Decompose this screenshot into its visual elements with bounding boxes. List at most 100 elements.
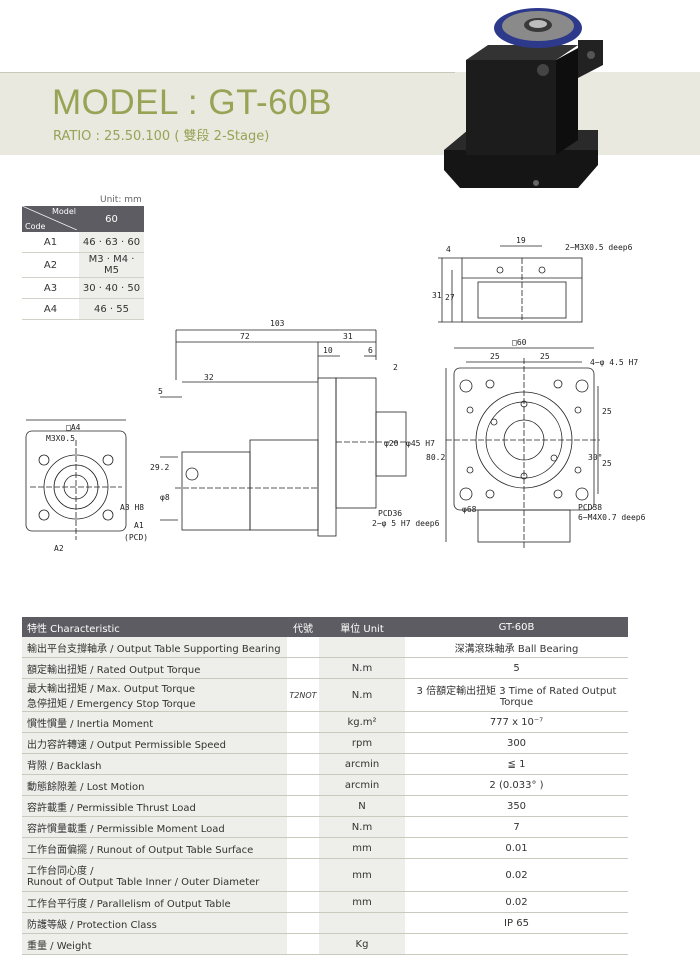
spec-symbol xyxy=(287,657,319,679)
code-cell: A1 xyxy=(22,232,79,253)
spec-unit: mm xyxy=(319,858,405,892)
dim-side-32: 32 xyxy=(204,373,214,382)
dim-top-31: 31 xyxy=(432,291,442,300)
spec-row: 防護等級 / Protection Class IP 65 xyxy=(22,912,628,934)
dim-left-a4: □A4 xyxy=(66,423,81,432)
value-cell: M3 · M4 · M5 xyxy=(79,252,144,278)
spec-name: 背隙 / Backlash xyxy=(22,753,287,775)
dim-left-m3: M3X0.5 xyxy=(46,434,75,443)
spec-symbol: T2NOT xyxy=(287,678,319,712)
spec-symbol xyxy=(287,837,319,859)
code-cell: A2 xyxy=(22,252,79,278)
dim-top-4: 4 xyxy=(446,245,451,254)
dim-side-10: 10 xyxy=(323,346,333,355)
spec-name: 防護等級 / Protection Class xyxy=(22,912,287,934)
dim-front-25a: 25 xyxy=(490,352,500,361)
spec-name-line2: Runout of Output Table Inner / Outer Dia… xyxy=(27,877,260,888)
spec-unit: N.m xyxy=(319,816,405,838)
spec-value: 350 xyxy=(405,795,628,817)
product-image xyxy=(444,8,603,188)
dim-side-72: 72 xyxy=(240,332,250,341)
spec-row: 輸出平台支撐軸承 / Output Table Supporting Beari… xyxy=(22,637,628,658)
spec-name: 慣性慣量 / Inertia Moment xyxy=(22,711,287,733)
header-divider xyxy=(0,72,455,73)
dim-top-27: 27 xyxy=(445,293,455,302)
spec-value: ≦ 1 xyxy=(405,753,628,775)
unit-label: Unit: mm xyxy=(100,195,142,205)
page-title: MODEL : GT-60B xyxy=(52,83,332,122)
header-unit: 單位 Unit xyxy=(319,617,405,637)
dim-front-hole: 4−φ 4.5 H7 xyxy=(590,358,638,367)
spec-name: 工作台同心度 / xyxy=(27,866,94,877)
dim-front-80: 80.2 xyxy=(426,453,445,462)
model-label: Model xyxy=(51,207,76,216)
spec-value: 777 x 10⁻⁷ xyxy=(405,711,628,733)
spec-name: 輸出平台支撐軸承 / Output Table Supporting Beari… xyxy=(22,637,287,658)
model-value: 60 xyxy=(79,206,144,232)
spec-value: 3 倍額定輸出扭矩 3 Time of Rated Output Torque xyxy=(405,678,628,712)
spec-unit: N xyxy=(319,795,405,817)
dim-left-pcd: (PCD) xyxy=(124,533,148,542)
spec-name: 出力容許轉速 / Output Permissible Speed xyxy=(22,732,287,754)
spec-symbol xyxy=(287,891,319,913)
spec-unit: arcmin xyxy=(319,774,405,796)
dim-side-20: φ20 xyxy=(384,439,399,448)
spec-symbol xyxy=(287,637,319,658)
header-symbol: 代號 xyxy=(287,617,319,637)
spec-value: 300 xyxy=(405,732,628,754)
spec-unit: mm xyxy=(319,891,405,913)
dim-left-a1: A1 xyxy=(134,521,144,530)
spec-unit: kg.m² xyxy=(319,711,405,733)
page-subtitle: RATIO : 25.50.100 ( 雙段 2-Stage) xyxy=(53,129,270,144)
header-characteristic: 特性 Characteristic xyxy=(22,617,287,637)
spec-value: 2 (0.033° ) xyxy=(405,774,628,796)
spec-symbol xyxy=(287,753,319,775)
spec-name: 容許載重 / Permissible Thrust Load xyxy=(22,795,287,817)
value-cell: 30 · 40 · 50 xyxy=(79,277,144,299)
code-cell: A4 xyxy=(22,298,79,320)
dim-side-pcd-note: 2−φ 5 H7 deep6 xyxy=(372,519,440,528)
dim-side-pcd: PCD36 xyxy=(378,509,402,518)
dim-side-103: 103 xyxy=(270,319,285,328)
spec-value: 深溝滾珠軸承 Ball Bearing xyxy=(405,637,628,658)
spec-unit: rpm xyxy=(319,732,405,754)
spec-table: 特性 Characteristic 代號 單位 Unit GT-60B 輸出平台… xyxy=(22,617,628,955)
spec-symbol xyxy=(287,795,319,817)
spec-header-row: 特性 Characteristic 代號 單位 Unit GT-60B xyxy=(22,617,628,637)
model-code-header: Model Code xyxy=(22,206,79,232)
dim-front-pcd: PCD38 xyxy=(578,503,602,512)
dim-front-30deg: 30° xyxy=(588,453,602,462)
spec-symbol xyxy=(287,858,319,892)
technical-drawing: 4 19 2−M3X0.5 deep6 31 27 103 72 31 10 6… xyxy=(25,236,646,553)
spec-value: 0.02 xyxy=(405,891,628,913)
spec-value: 0.01 xyxy=(405,837,628,859)
dim-side-29-2: 29.2 xyxy=(150,463,169,472)
spec-name: 重量 / Weight xyxy=(22,933,287,955)
spec-name: 工作台平行度 / Parallelism of Output Table xyxy=(22,891,287,913)
spec-value: IP 65 xyxy=(405,912,628,934)
spec-row: 工作台同心度 /Runout of Output Table Inner / O… xyxy=(22,858,628,892)
spec-name: 動態餘隙差 / Lost Motion xyxy=(22,774,287,796)
spec-symbol xyxy=(287,816,319,838)
dim-front-68: φ68 xyxy=(462,505,477,514)
spec-unit xyxy=(319,637,405,658)
spec-symbol xyxy=(287,711,319,733)
code-cell: A3 xyxy=(22,277,79,299)
code-label: Code xyxy=(25,222,46,231)
header-diagonal xyxy=(22,206,77,230)
dim-side-45: φ45 H7 xyxy=(406,439,435,448)
spec-name-cell: 工作台同心度 /Runout of Output Table Inner / O… xyxy=(22,858,287,892)
spec-symbol xyxy=(287,732,319,754)
